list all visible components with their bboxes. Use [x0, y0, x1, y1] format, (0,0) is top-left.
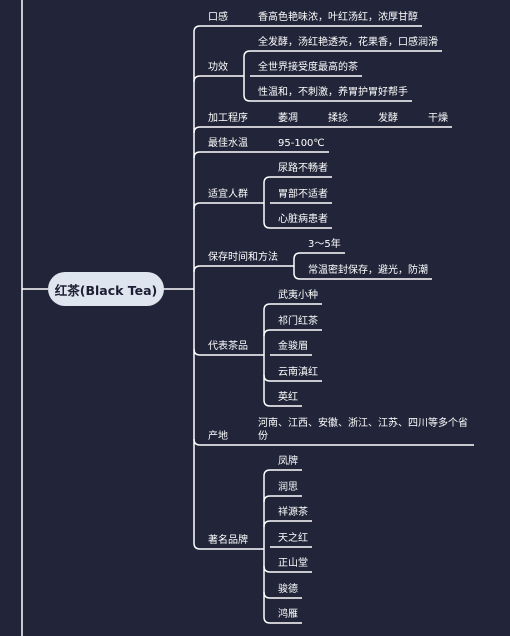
- connector-line: [193, 202, 201, 210]
- branch-label-representative-teas: 代表茶品: [208, 341, 248, 352]
- leaf-item: 性温和，不刺激，养胃护胃好帮手: [258, 87, 408, 98]
- connector-line: [193, 438, 201, 446]
- leaf-item: 尿路不畅者: [278, 163, 328, 174]
- leaf-item: 骏德: [278, 584, 298, 595]
- connector-line: [263, 616, 271, 624]
- leaf-item: 胃部不适者: [278, 189, 328, 200]
- connector-line: [263, 399, 271, 407]
- connector-line: [193, 75, 201, 83]
- connector-line: [263, 565, 271, 573]
- leaf-item: 心脏病患者: [278, 214, 328, 225]
- connector-line: [193, 348, 201, 356]
- connector-line: [263, 176, 271, 184]
- leaf-item: 天之红: [278, 533, 308, 544]
- leaf-item: 95-100℃: [278, 138, 325, 149]
- root-node[interactable]: 红茶(Black Tea): [48, 272, 164, 306]
- leaf-item: 英红: [278, 392, 298, 403]
- leaf-item: 常温密封保存，避光，防潮: [308, 265, 428, 276]
- leaf-item: 祥源茶: [278, 507, 308, 518]
- connector-line: [263, 329, 271, 337]
- leaf-item: 正山堂: [278, 558, 308, 569]
- connector-line: [193, 265, 201, 273]
- branch-label-origin: 产地: [208, 431, 228, 442]
- leaf-item: 发酵: [378, 113, 398, 124]
- leaf-item: 凤牌: [278, 456, 298, 467]
- leaf-item: 润思: [278, 482, 298, 493]
- connector-line: [193, 126, 201, 134]
- branch-label-water-temperature: 最佳水温: [208, 138, 248, 149]
- branch-label-processing: 加工程序: [208, 113, 248, 124]
- connector-line: [193, 151, 201, 159]
- leaf-item: 鸿雁: [278, 609, 298, 620]
- branch-label-famous-brands: 著名品牌: [208, 535, 248, 546]
- leaf-item: 萎凋: [278, 113, 298, 124]
- leaf-item: 全世界接受度最高的茶: [258, 62, 358, 73]
- branch-label-effects: 功效: [208, 62, 228, 73]
- leaf-item: 祁门红茶: [278, 316, 318, 327]
- leaf-item: 河南、江西、安徽、浙江、江苏、四川等多个省份: [258, 418, 468, 442]
- leaf-item: 3～5年: [308, 239, 341, 250]
- connector-line: [193, 542, 201, 550]
- connector-line: [263, 221, 271, 229]
- leaf-item: 金骏眉: [278, 341, 308, 352]
- connector-line: [263, 469, 271, 477]
- leaf-item: 干燥: [428, 113, 448, 124]
- connector-line: [263, 303, 271, 311]
- connector-line: [263, 520, 271, 528]
- branch-label-storage: 保存时间和方法: [208, 252, 278, 263]
- connector-line: [263, 374, 271, 382]
- connector-line: [293, 272, 301, 280]
- connector-line: [263, 591, 271, 599]
- leaf-item: 揉捻: [328, 113, 348, 124]
- branch-label-suitable-people: 适宜人群: [208, 189, 248, 200]
- leaf-item: 武夷小种: [278, 290, 318, 301]
- connector-line: [263, 495, 271, 503]
- connector-line: [193, 25, 201, 33]
- connector-line: [243, 94, 251, 102]
- leaf-item: 香高色艳味浓，叶红汤红，浓厚甘醇: [258, 12, 418, 23]
- leaf-item: 云南滇红: [278, 367, 318, 378]
- connector-line: [293, 252, 301, 260]
- branch-label-taste: 口感: [208, 12, 228, 23]
- leaf-item: 全发酵，汤红艳透亮，花果香，口感润滑: [258, 37, 438, 48]
- connector-line: [243, 50, 251, 58]
